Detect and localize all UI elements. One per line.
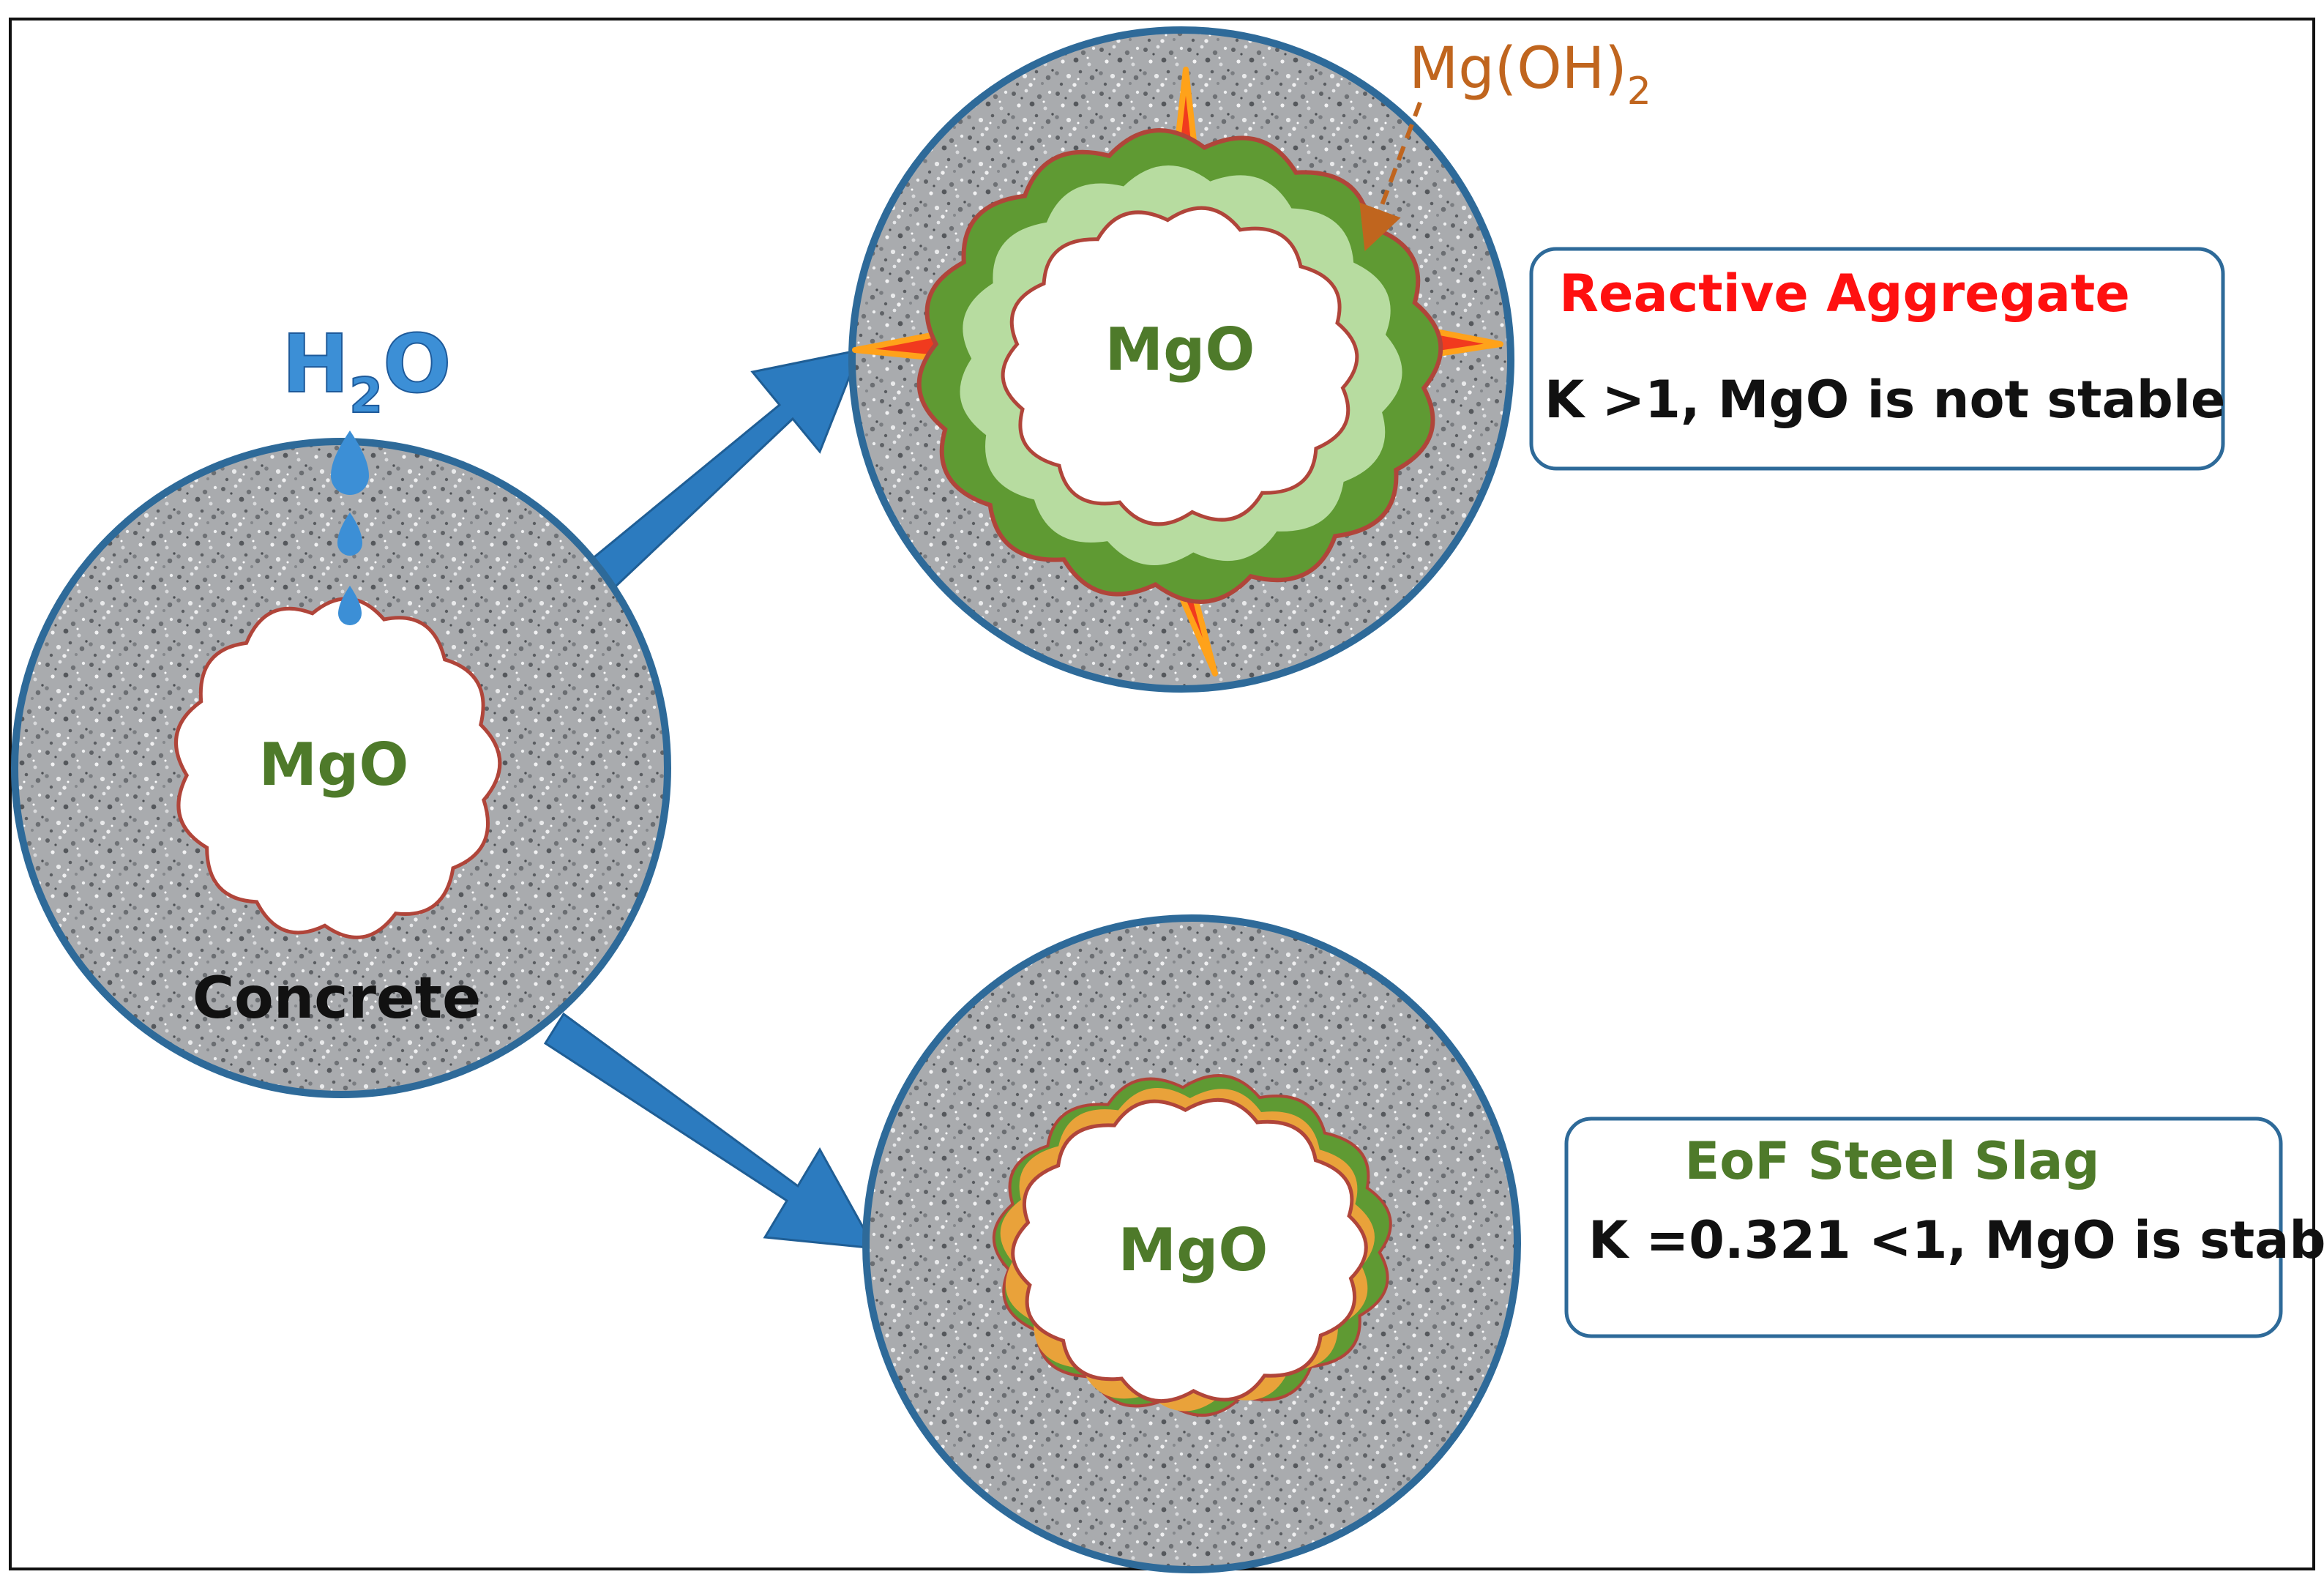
arrow-down-right-icon [543, 1012, 877, 1250]
water-drop-icon [331, 430, 369, 625]
reactive-condition: K >1, MgO is not stable [1544, 370, 2225, 430]
mgo-label: MgO [259, 731, 409, 799]
mgo-core-cloud [174, 597, 502, 939]
mgo-label: MgO [1105, 316, 1255, 384]
concrete-circle: MgO Concrete [11, 438, 671, 1098]
reactive-info-box: Reactive Aggregate K >1, MgO is not stab… [1529, 247, 2225, 471]
mgo-core-cloud [1011, 1097, 1368, 1404]
mgo-label: MgO [1118, 1216, 1269, 1284]
mgo-core-cloud [1001, 206, 1359, 526]
slag-circle: MgO [862, 914, 1521, 1573]
water-label: H2O [282, 317, 452, 424]
concrete-caption: Concrete [193, 966, 481, 1032]
hydroxide-label: Mg(OH)2 [1409, 36, 1651, 113]
reactive-title: Reactive Aggregate [1559, 264, 2130, 324]
reactive-circle: MgO [848, 26, 1514, 693]
slag-condition: K =0.321 <1, MgO is stable [1588, 1210, 2324, 1270]
slag-info-box: EoF Steel Slag K =0.321 <1, MgO is stabl… [1564, 1117, 2324, 1338]
slag-title: EoF Steel Slag [1684, 1131, 2099, 1191]
arrow-up-right-icon [589, 348, 862, 589]
